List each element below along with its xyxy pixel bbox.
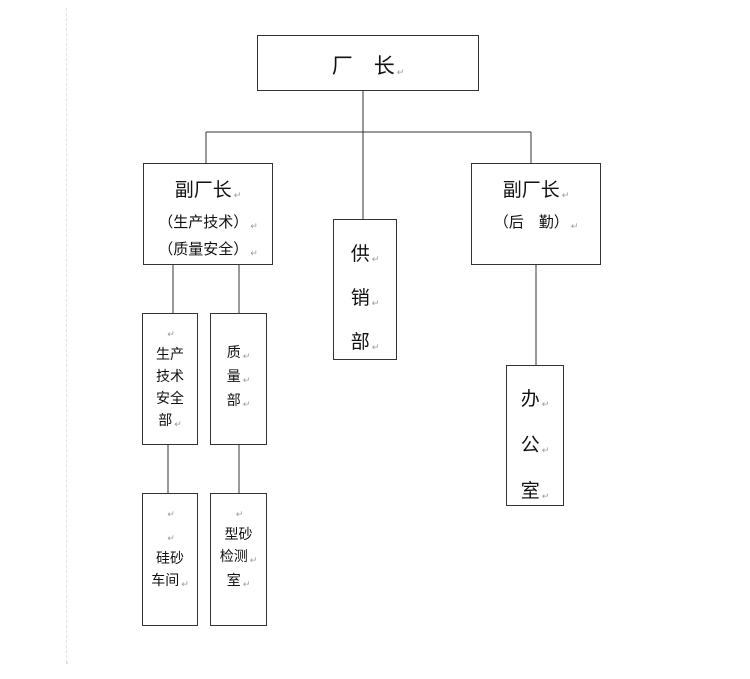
node-quality-char3: 部 <box>226 393 241 409</box>
return-mark-icon: ↵ <box>242 352 251 362</box>
node-prod-safety-line2: 生产 <box>156 347 184 363</box>
node-office: 办↵ 公↵ 室↵ <box>506 365 564 506</box>
node-sales-char2: 销 <box>350 287 370 309</box>
node-silica-line4: 车间 <box>151 573 180 589</box>
corner-mark <box>66 662 68 664</box>
return-mark-icon: ↵ <box>250 249 258 259</box>
return-mark-icon: ↵ <box>235 510 244 520</box>
node-sales-char1: 供 <box>350 243 370 265</box>
return-mark-icon: ↵ <box>371 343 380 353</box>
node-sand-lab-line3: 检测 <box>219 549 248 565</box>
node-sand-lab-line4: 室 <box>226 573 241 589</box>
return-mark-icon: ↵ <box>570 222 579 232</box>
node-sales: 供↵ 销↵ 部↵ <box>333 219 397 360</box>
return-mark-icon: ↵ <box>167 534 175 544</box>
node-prod-safety: ↵ 生产 技术 安全 部↵ <box>142 313 198 445</box>
return-mark-icon: ↵ <box>167 510 175 520</box>
node-silica-line3: 硅砂 <box>156 551 184 567</box>
return-mark-icon: ↵ <box>541 492 550 502</box>
return-mark-icon: ↵ <box>167 330 175 340</box>
node-office-char1: 办 <box>520 388 540 410</box>
return-mark-icon: ↵ <box>242 580 251 590</box>
node-sand-lab: ↵ 型砂 检测↵ 室↵ <box>210 493 267 626</box>
return-mark-icon: ↵ <box>541 446 550 456</box>
node-deputy-right-line2: （后 勤） <box>493 213 569 231</box>
return-mark-icon: ↵ <box>233 191 242 201</box>
node-quality-char2: 量 <box>226 369 241 385</box>
node-sand-lab-line2: 型砂 <box>224 527 253 543</box>
node-silica: ↵ ↵ 硅砂 车间↵ <box>142 493 198 626</box>
node-quality-char1: 质 <box>226 345 241 361</box>
node-deputy-left: 副厂长↵ （生产技术）↵ （质量安全）↵ <box>143 163 273 265</box>
return-mark-icon: ↵ <box>249 556 258 566</box>
node-deputy-left-line3: （质量安全） <box>158 240 249 258</box>
return-mark-icon: ↵ <box>181 580 189 590</box>
node-prod-safety-line4: 安全 <box>156 391 184 407</box>
node-quality: 质↵ 量↵ 部↵ <box>210 313 267 445</box>
return-mark-icon: ↵ <box>174 420 182 430</box>
node-deputy-right: 副厂长↵ （后 勤）↵ <box>471 163 601 265</box>
return-mark-icon: ↵ <box>396 68 405 78</box>
node-director: 厂 长↵ <box>257 35 479 91</box>
return-mark-icon: ↵ <box>371 255 380 265</box>
return-mark-icon: ↵ <box>371 299 380 309</box>
margin-guide-left <box>66 8 67 663</box>
node-sales-char3: 部 <box>350 331 370 353</box>
node-office-char2: 公 <box>520 434 540 456</box>
node-prod-safety-line5: 部 <box>158 413 173 429</box>
node-deputy-right-title: 副厂长 <box>502 179 560 201</box>
node-deputy-left-title: 副厂长 <box>174 179 232 201</box>
return-mark-icon: ↵ <box>250 222 258 232</box>
return-mark-icon: ↵ <box>242 400 251 410</box>
return-mark-icon: ↵ <box>561 191 570 201</box>
return-mark-icon: ↵ <box>242 376 251 386</box>
node-office-char3: 室 <box>520 480 540 502</box>
node-deputy-left-line2: （生产技术） <box>158 213 249 231</box>
node-director-label: 厂 长 <box>331 54 395 78</box>
node-prod-safety-line3: 技术 <box>156 369 184 385</box>
return-mark-icon: ↵ <box>541 400 550 410</box>
